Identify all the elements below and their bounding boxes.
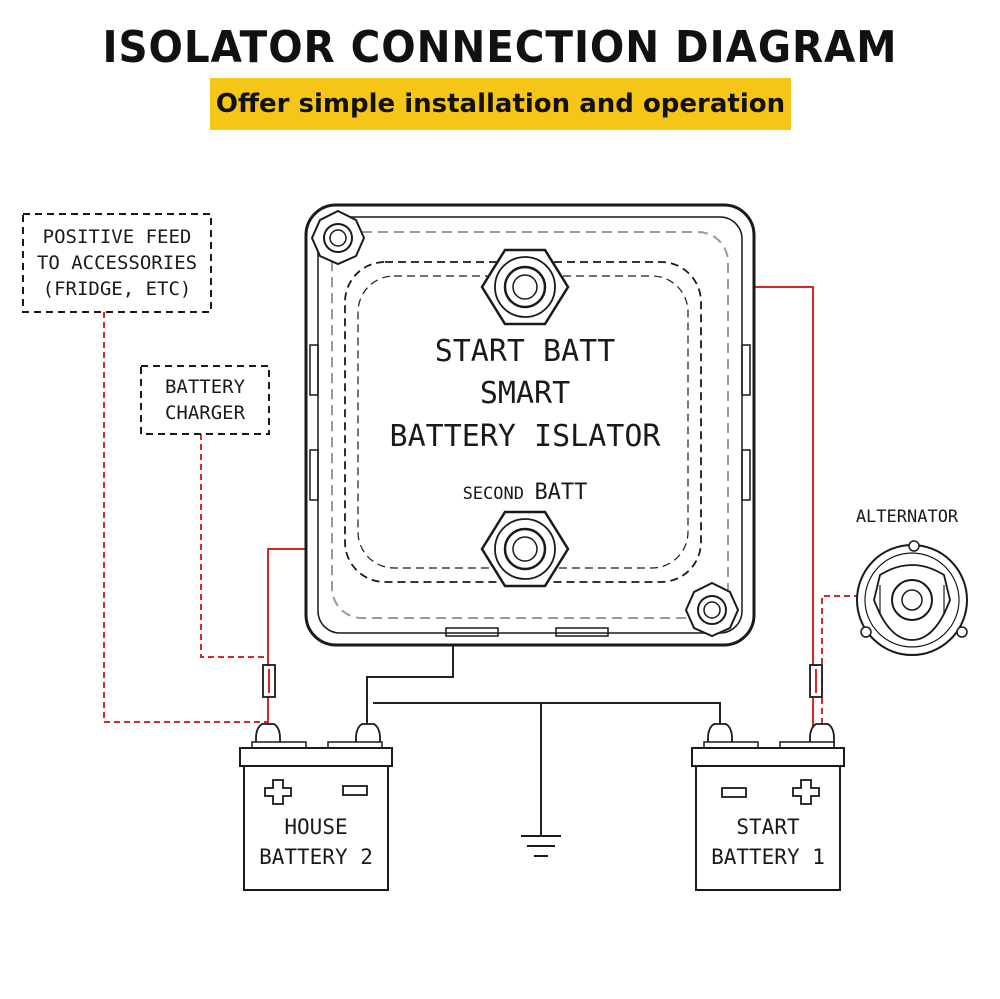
- second-batt-terminal-icon[interactable]: [480, 510, 570, 588]
- isolator-ground-wire: [366, 637, 454, 728]
- ground-symbol-icon: [521, 835, 561, 857]
- alternator-label: ALTERNATOR: [856, 507, 959, 527]
- battery-charger-box: BATTERY CHARGER: [140, 365, 270, 435]
- inline-fuse-icon: [809, 664, 823, 698]
- start-negative-terminal[interactable]: [707, 723, 733, 747]
- plus-sign-icon: [792, 779, 820, 805]
- start-positive-terminal[interactable]: [809, 723, 835, 747]
- house-positive-terminal[interactable]: [255, 723, 281, 747]
- battery-islator-label: BATTERY ISLATOR: [390, 419, 662, 454]
- isolator-unit: START BATT SMART BATTERY ISLATOR SECOND …: [304, 203, 756, 647]
- minus-sign-icon: [721, 787, 747, 798]
- battery-charger-wire: [200, 434, 268, 658]
- positive-feed-line-3: (FRIDGE, ETC): [43, 278, 192, 300]
- negative-bus-wire: [373, 702, 721, 728]
- start-battery-line-2: BATTERY 1: [711, 845, 825, 869]
- second-batt-label: SECOND BATT: [463, 480, 588, 505]
- alternator-wire: [821, 595, 860, 728]
- positive-feed-line-1: POSITIVE FEED: [43, 226, 192, 248]
- diagram-title: ISOLATOR CONNECTION DIAGRAM: [102, 22, 898, 73]
- subtitle-banner: Offer simple installation and operation: [210, 78, 791, 130]
- positive-feed-wire: [103, 312, 268, 723]
- start-batt-terminal-icon[interactable]: [480, 248, 570, 326]
- battery-charger-line-2: CHARGER: [165, 402, 246, 424]
- battery-charger-line-1: BATTERY: [165, 376, 246, 398]
- positive-feed-line-2: TO ACCESSORIES: [37, 252, 197, 274]
- house-battery-line-2: BATTERY 2: [259, 845, 373, 869]
- mounting-hole-icon: [684, 581, 740, 638]
- second-small-label: SECOND: [463, 484, 524, 504]
- house-negative-terminal[interactable]: [355, 723, 381, 747]
- plus-sign-icon: [264, 779, 292, 805]
- house-battery: HOUSE BATTERY 2: [239, 723, 393, 891]
- positive-feed-box: POSITIVE FEED TO ACCESSORIES (FRIDGE, ET…: [22, 213, 212, 313]
- smart-label: SMART: [480, 376, 570, 411]
- minus-sign-icon: [342, 785, 368, 796]
- mounting-hole-icon: [310, 209, 366, 266]
- start-batt-label: START BATT: [435, 334, 616, 369]
- inline-fuse-icon: [262, 664, 276, 698]
- start-battery: START BATTERY 1: [691, 723, 845, 891]
- start-battery-line-1: START: [736, 815, 800, 839]
- alternator-icon: [856, 540, 968, 656]
- second-batt-word: BATT: [534, 480, 587, 505]
- house-battery-line-1: HOUSE: [284, 815, 347, 839]
